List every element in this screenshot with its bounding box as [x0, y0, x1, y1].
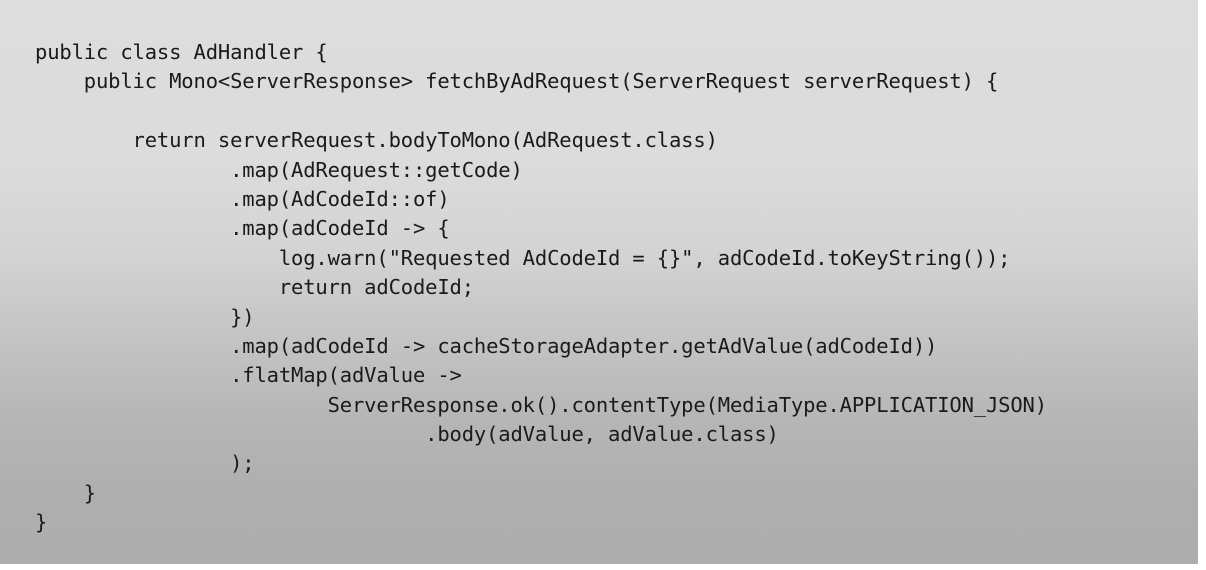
code-line: public Mono<ServerResponse> fetchByAdReq…: [35, 69, 999, 94]
code-line: log.warn("Requested AdCodeId = {}", adCo…: [35, 245, 1011, 270]
code-line: return serverRequest.bodyToMono(AdReques…: [35, 128, 718, 153]
code-line: .map(adCodeId -> cacheStorageAdapter.get…: [35, 333, 938, 358]
code-line: ServerResponse.ok().contentType(MediaTyp…: [35, 392, 1048, 417]
code-line: return adCodeId;: [35, 275, 474, 300]
code-line: }: [35, 480, 96, 505]
code-line: .map(AdCodeId::of): [35, 186, 450, 211]
code-line: [35, 97, 1047, 126]
code-line: .map(adCodeId -> {: [35, 216, 450, 241]
code-line: }: [35, 510, 48, 535]
code-line: public class AdHandler {: [35, 40, 328, 64]
code-line: );: [35, 451, 255, 476]
code-line: .body(adValue, adValue.class): [35, 422, 779, 447]
code-line: .flatMap(adValue ->: [35, 363, 462, 388]
code-line: }): [35, 304, 255, 329]
code-block: public class AdHandler { public Mono<Ser…: [35, 38, 1047, 538]
code-line: .map(AdRequest::getCode): [35, 157, 523, 182]
